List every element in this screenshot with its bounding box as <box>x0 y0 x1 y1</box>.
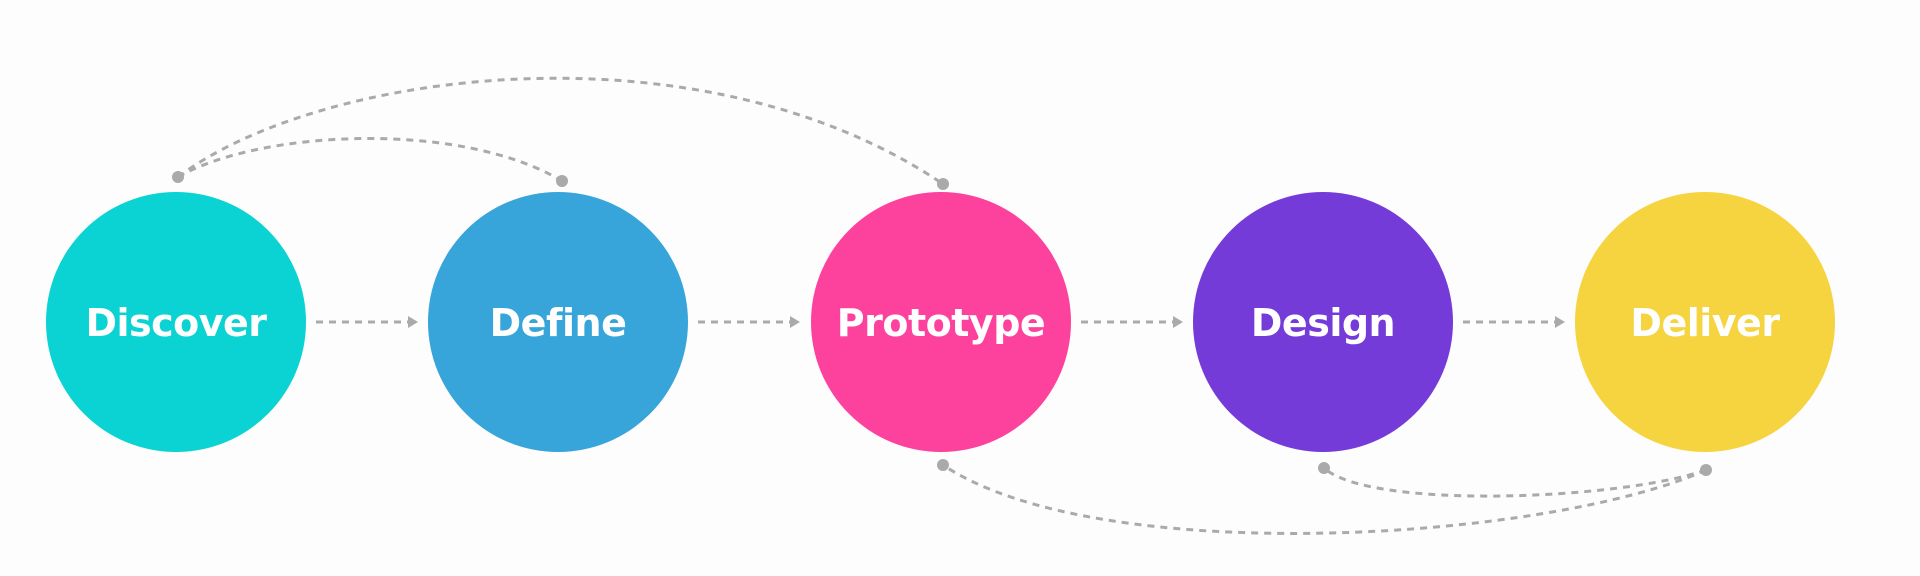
arrowhead-icon <box>1555 316 1565 328</box>
stage-deliver: Deliver <box>1575 192 1835 452</box>
stage-prototype-circle <box>811 192 1071 452</box>
flow-arrow-prototype-design <box>1081 316 1183 328</box>
loop-dot-end <box>1318 462 1330 474</box>
feedback-loop-discover-define <box>172 136 568 187</box>
stage-define-label: Define <box>490 301 627 345</box>
stage-discover-circle <box>46 192 306 452</box>
flow-arrow-design-deliver <box>1463 316 1565 328</box>
feedback-loop-discover-prototype <box>177 76 949 190</box>
flow-arrow-discover-define <box>316 316 418 328</box>
stage-prototype: Prototype <box>811 192 1071 452</box>
stage-deliver-label: Deliver <box>1630 301 1780 345</box>
arrowhead-icon <box>790 316 800 328</box>
stage-prototype-label: Prototype <box>837 301 1045 345</box>
stage-design: Design <box>1193 192 1453 452</box>
feedback-loop-deliver-prototype <box>937 459 1707 535</box>
loop-dot-end <box>937 178 949 190</box>
stage-define: Define <box>428 192 688 452</box>
feedback-loop-deliver-design <box>1318 462 1712 498</box>
arrowhead-icon <box>1173 316 1183 328</box>
arrowhead-icon <box>408 316 418 328</box>
flow-arrow-define-prototype <box>698 316 800 328</box>
stage-discover-label: Discover <box>85 301 267 345</box>
stage-discover: Discover <box>46 192 306 452</box>
stage-design-circle <box>1193 192 1453 452</box>
stage-define-circle <box>428 192 688 452</box>
stage-deliver-circle <box>1575 192 1835 452</box>
stage-design-label: Design <box>1251 301 1395 345</box>
loop-dot-end <box>937 459 949 471</box>
loop-dot-end <box>556 175 568 187</box>
